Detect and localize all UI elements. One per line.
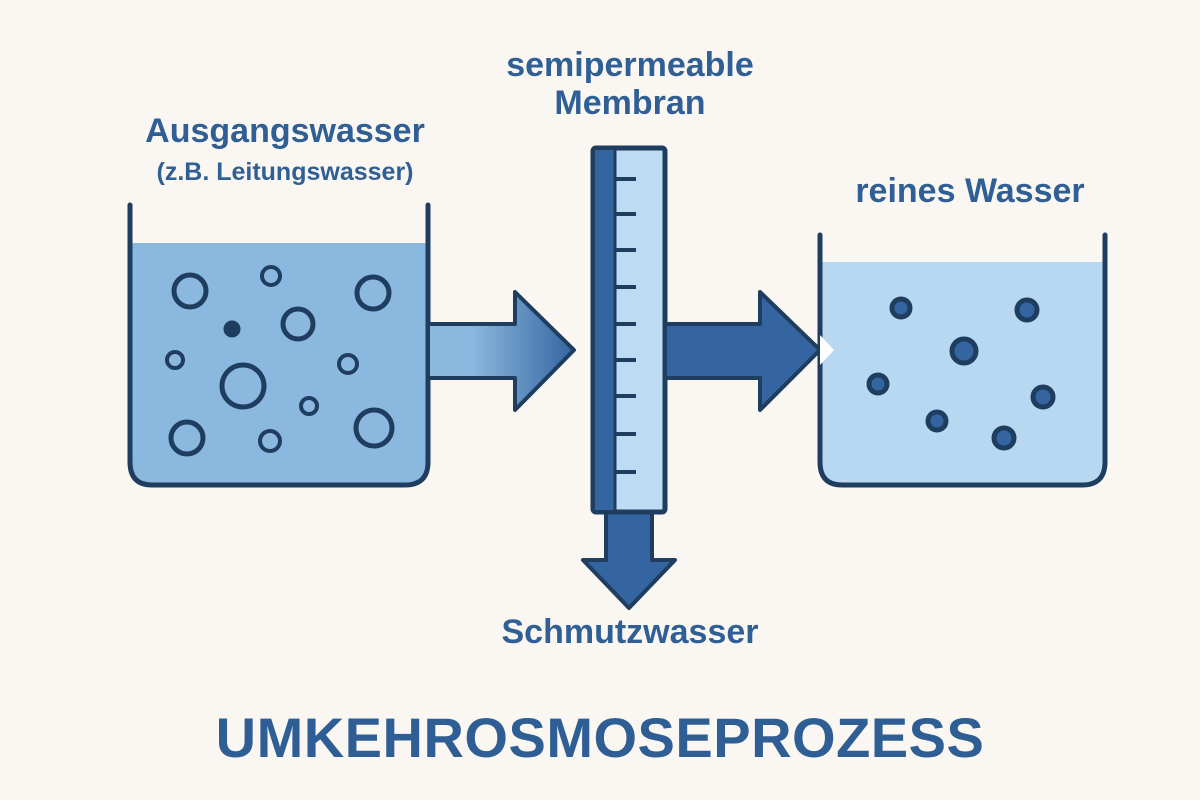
- input-water-label: Ausgangswasser: [145, 112, 425, 150]
- membrane-label: semipermeable Membran: [430, 46, 830, 122]
- input-water-sublabel: (z.B. Leitungswasser): [156, 158, 414, 186]
- inflow-arrow: [426, 290, 576, 412]
- membrane-label-line2: Membran: [554, 84, 706, 122]
- output-beaker: [817, 232, 1108, 488]
- pure-water-particles: [866, 296, 1056, 451]
- outflow-arrow: [663, 290, 822, 412]
- waste-water-label: Schmutzwasser: [501, 613, 759, 651]
- membrane: [590, 145, 668, 515]
- pure-water-label: reines Wasser: [855, 172, 1085, 210]
- page-title: UMKEHROSMOSEPROZESS: [215, 706, 985, 769]
- waste-arrow: [581, 508, 677, 610]
- input-beaker: [127, 202, 431, 488]
- impurity-particles: [165, 265, 395, 457]
- outflow-arrow-tip-highlight: [820, 335, 834, 365]
- membrane-label-line1: semipermeable: [506, 46, 754, 84]
